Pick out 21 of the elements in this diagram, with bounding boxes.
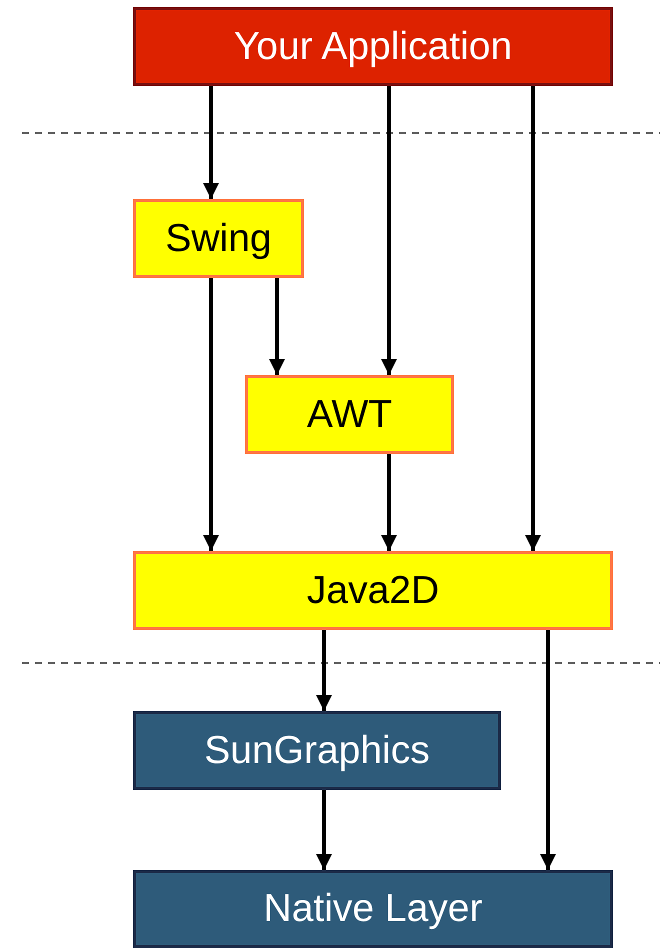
- library-box: [245, 375, 454, 454]
- platform-box: [133, 711, 501, 790]
- arrow: [525, 86, 541, 551]
- application-box: [133, 7, 613, 86]
- arrow: [381, 86, 397, 375]
- arrow: [316, 790, 332, 870]
- node-label: AWT: [306, 392, 392, 436]
- arrow: [203, 278, 219, 551]
- node-label: Swing: [165, 216, 272, 260]
- node-label: Native Layer: [264, 887, 482, 931]
- arrow: [540, 630, 556, 870]
- arrow: [203, 86, 219, 199]
- node-label: SunGraphics: [204, 728, 430, 772]
- library-box: [133, 199, 304, 278]
- node-label: Java2D: [306, 568, 440, 612]
- arrow: [316, 630, 332, 711]
- library-box: [133, 551, 613, 630]
- platform-box: [133, 870, 613, 948]
- node-label: Your Application: [234, 24, 512, 68]
- arrow: [269, 278, 285, 375]
- arrow: [381, 454, 397, 551]
